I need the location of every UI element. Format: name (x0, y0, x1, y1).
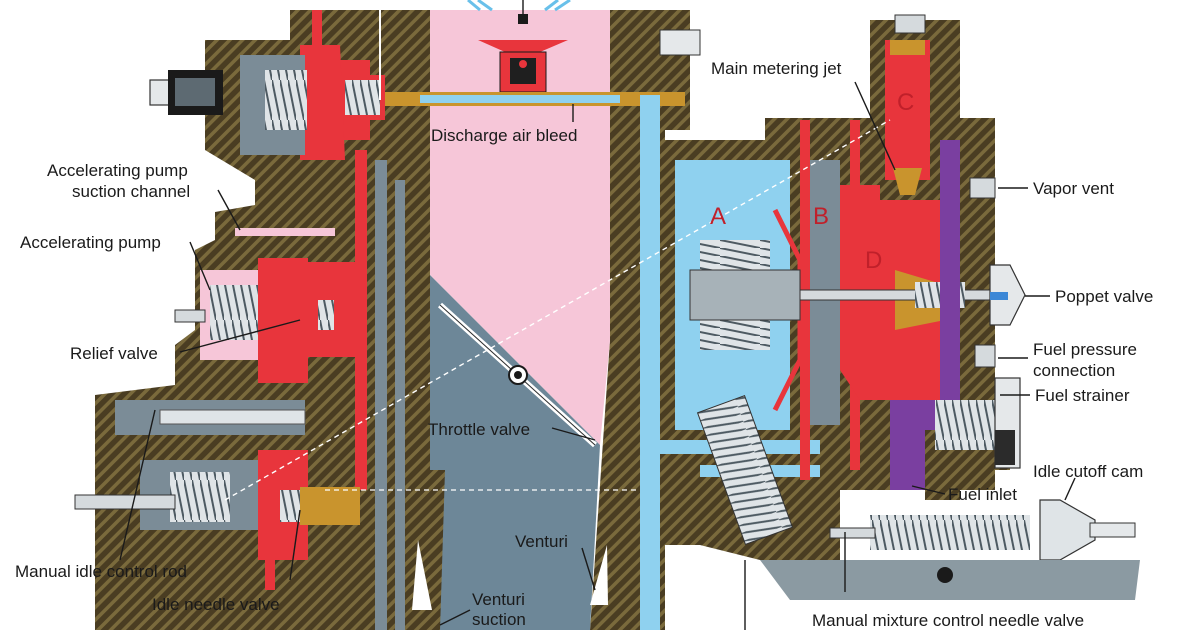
venturi-left-blade (412, 540, 432, 610)
label-fuel-pressure-line1: Fuel pressure (1033, 340, 1137, 359)
upper-vent-fitting (659, 29, 701, 56)
label-main-metering-jet: Main metering jet (711, 59, 842, 78)
label-venturi-suction-line1: Venturi (472, 590, 525, 609)
discharge-nozzle (467, 0, 571, 93)
label-idle-needle-valve: Idle needle valve (152, 595, 280, 614)
regulator-unit (640, 14, 1140, 630)
idle-spring (170, 472, 230, 522)
label-relief-valve: Relief valve (70, 344, 158, 363)
label-fuel-pressure-line2: connection (1033, 361, 1115, 380)
label-discharge-air-bleed: Discharge air bleed (431, 126, 577, 145)
nozzle-cap (478, 40, 568, 52)
idle-brass (300, 487, 360, 525)
label-manual-idle-control-rod: Manual idle control rod (15, 562, 187, 581)
left-fittings (149, 70, 223, 115)
label-accelerating-pump: Accelerating pump (20, 233, 161, 252)
spring-top-left (265, 70, 307, 130)
fuel-strainer (935, 400, 995, 450)
label-manual-mixture-control-needle-valve: Manual mixture control needle valve (812, 611, 1084, 630)
vapor-vent-fitting (969, 177, 996, 199)
chamber-c (885, 40, 930, 180)
label-fuel-strainer: Fuel strainer (1035, 386, 1130, 405)
throat-lower-gray (430, 275, 600, 630)
label-fuel-inlet: Fuel inlet (948, 485, 1017, 504)
fuel-pressure-fitting (974, 344, 996, 368)
labels: Main metering jet Discharge air bleed Ac… (15, 59, 1153, 630)
label-vapor-vent: Vapor vent (1033, 179, 1114, 198)
spray-left (467, 0, 493, 12)
accelerating-pump-suction-pink (235, 228, 335, 236)
leader-lines (119, 81, 1076, 630)
mixture-spring (870, 515, 1030, 550)
dashed-control-line (224, 119, 891, 501)
blue-air-channel (640, 95, 660, 630)
red-left-chamber-top (300, 45, 345, 160)
red-lower-vertical (265, 560, 275, 590)
label-accel-pump-suction-line2: suction channel (72, 182, 190, 201)
chamber-a-letter: A (710, 203, 726, 230)
label-throttle-valve: Throttle valve (428, 420, 530, 439)
label-accel-pump-suction-line1: Accelerating pump (47, 161, 188, 180)
chamber-c-letter: C (897, 89, 914, 116)
venturi-left-wall (430, 470, 445, 630)
main-metering-jet (893, 168, 922, 195)
red-vertical-duct (355, 150, 367, 490)
chamber-d-letter: D (865, 247, 882, 274)
idle-cutoff-cam-shape (1039, 499, 1096, 561)
label-venturi-suction-line2: suction (472, 610, 526, 629)
angled-spring (696, 395, 794, 545)
accelerating-pump-red (258, 258, 308, 383)
label-idle-cutoff-cam: Idle cutoff cam (1033, 462, 1143, 481)
left-passages (74, 0, 685, 630)
label-venturi: Venturi (515, 532, 568, 551)
throat-upper-pink (430, 10, 610, 445)
chamber-b-letter: B (813, 203, 829, 230)
accelerating-pump-spring (210, 285, 265, 340)
label-poppet-valve: Poppet valve (1055, 287, 1153, 306)
top-right-fitting (894, 14, 926, 34)
spray-right (544, 0, 571, 12)
